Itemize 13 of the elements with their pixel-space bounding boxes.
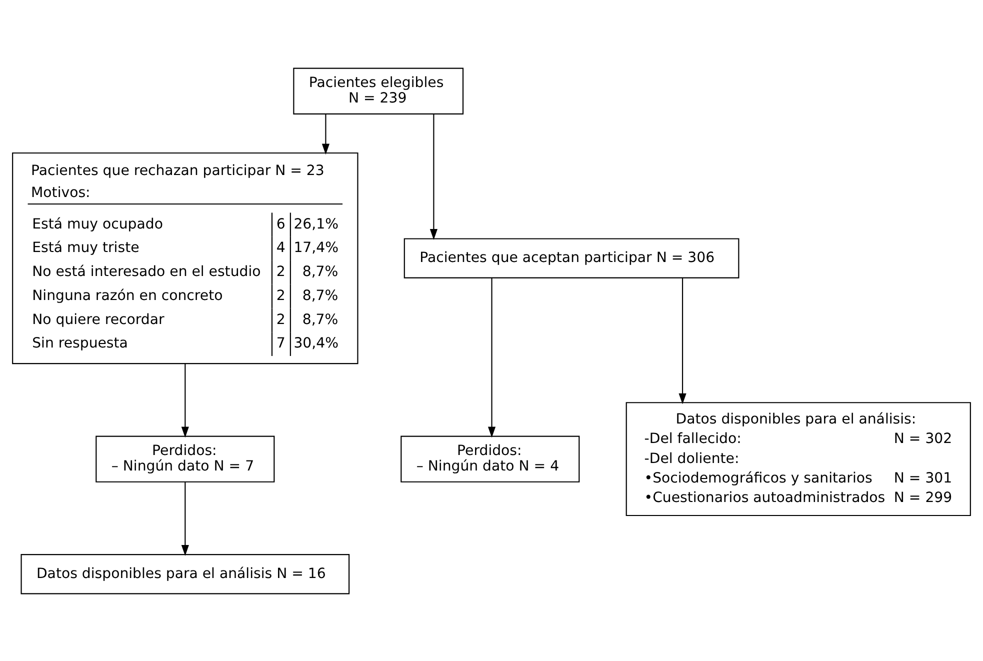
arrow [322, 114, 330, 154]
node-box: Pacientes que aceptan participar N = 306 [404, 238, 740, 278]
arrow [678, 277, 686, 404]
node-box: Pacientes que rechazan participar N = 23 Motivos: Está muy ocupado 6 26,1% Está muy triste 4 17,4% No está interesado en el estudio 2 8,7% Ninguna razón en concreto 2 8,7% No quiere recordar 2 8,7% Sin respuesta 7 30,4% [12, 152, 358, 364]
node-box: Perdidos: – Ningún dato N = 4 [400, 435, 580, 482]
node-box: Pacientes elegibles N = 239 [293, 67, 464, 114]
node-box: Datos disponibles para el análisis N = 16 [20, 554, 350, 594]
arrow [181, 482, 189, 556]
arrow [488, 277, 496, 438]
arrow [430, 114, 438, 240]
arrow [181, 363, 189, 438]
node-box: Datos disponibles para el análisis: -Del fallecido: N = 302 -Del doliente: •Sociodemográficos y sanitarios N = 301 •Cuestionarios autoadministrados N = 299 [626, 402, 971, 516]
node-box: Perdidos: – Ningún dato N = 7 [96, 435, 275, 482]
